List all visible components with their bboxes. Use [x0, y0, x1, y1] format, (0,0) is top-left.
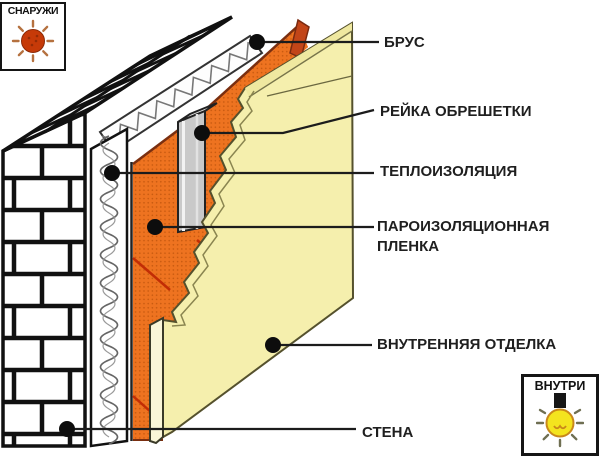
panel-side-edge [149, 316, 164, 445]
callout-vnutr: ВНУТРЕННЯЯ ОТДЕЛКА [377, 336, 557, 353]
callout-stena: СТЕНА [362, 424, 414, 441]
callout-brus: БРУС [384, 34, 425, 51]
sun-icon [11, 19, 55, 63]
outside-badge-label: СНАРУЖИ [7, 5, 59, 17]
callout-dots [59, 34, 281, 437]
outside-badge: СНАРУЖИ [0, 2, 66, 71]
batten [177, 102, 218, 234]
leader-lines [67, 40, 379, 431]
callout-reika: РЕЙКА ОБРЕШЕТКИ [380, 103, 532, 120]
inside-badge: ВНУТРИ [521, 374, 599, 456]
panel-seam [266, 75, 353, 97]
callout-teplo: ТЕПЛОИЗОЛЯЦИЯ [380, 163, 518, 180]
brick-wall [1, 15, 233, 448]
callout-paro: ПАРОИЗОЛЯЦИОННАЯ ПЛЕНКА [377, 218, 550, 255]
light-bulb-icon [536, 393, 584, 448]
insulation-layer [89, 34, 264, 448]
inside-badge-label: ВНУТРИ [534, 379, 586, 393]
panel-torn-edge [171, 90, 255, 327]
